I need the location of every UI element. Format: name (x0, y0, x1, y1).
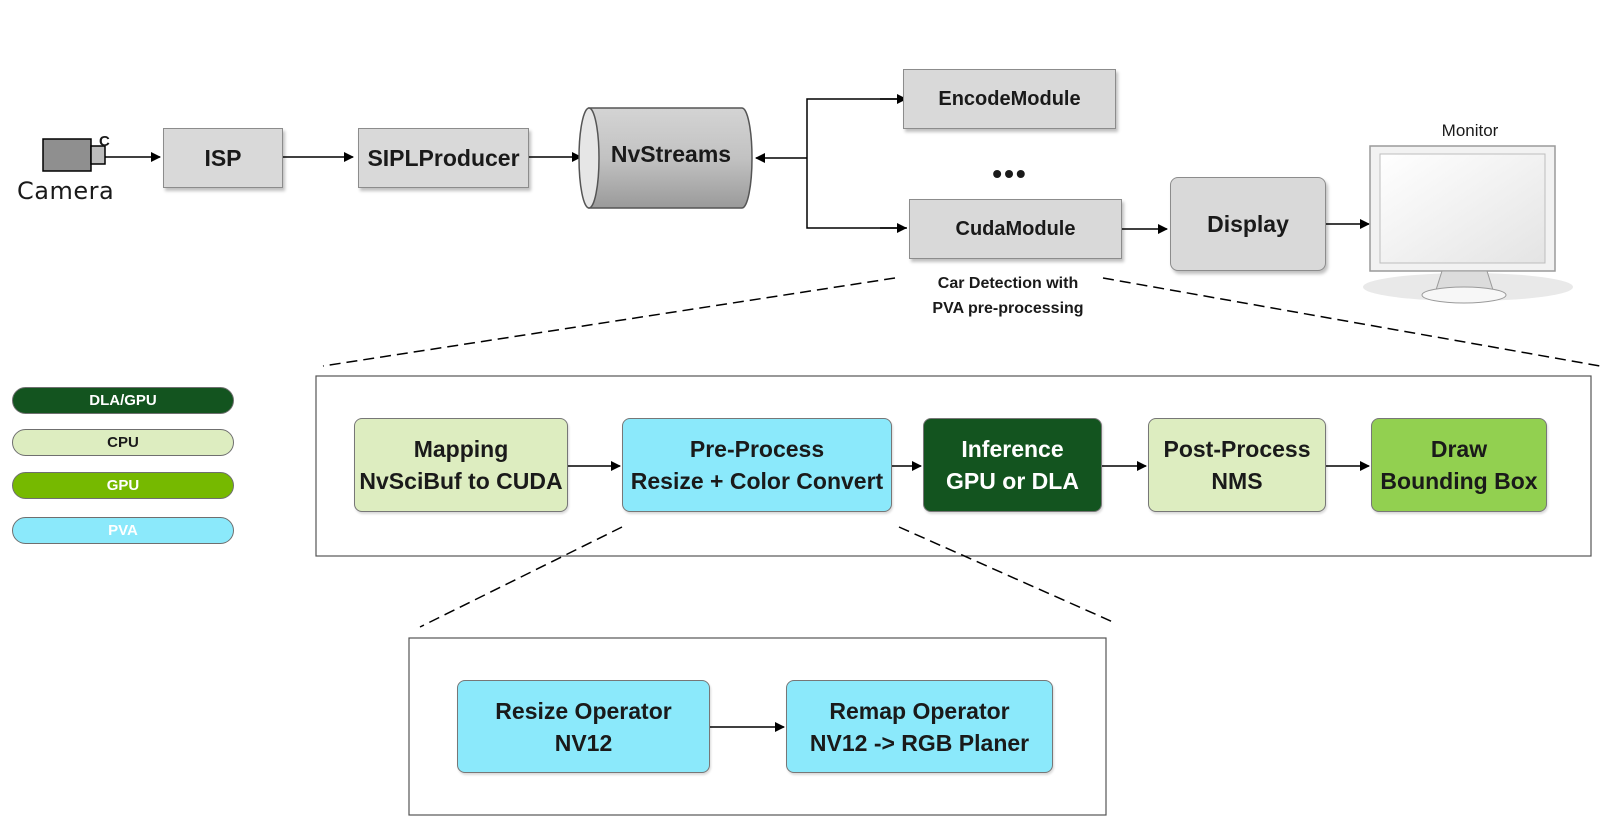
legend-label: PVA (108, 522, 138, 539)
cuda-module-box: CudaModule (909, 199, 1122, 259)
stage-postprocess: Post-Process NMS (1148, 418, 1326, 512)
camera-label: Camera (17, 177, 115, 205)
monitor-label: Monitor (1441, 121, 1499, 140)
camera-icon (42, 138, 106, 172)
preprocess-detail-panel (408, 637, 1107, 816)
cuda-module-caption: Car Detection with PVA pre-processing (932, 275, 1084, 317)
stage-label: Post-Process NMS (1163, 436, 1311, 494)
operator-remap: Remap Operator NV12 -> RGB Planer (786, 680, 1053, 773)
legend-gpu: GPU (12, 472, 234, 499)
stage-label: Draw Bounding Box (1380, 436, 1538, 494)
legend-dla-gpu: DLA/GPU (12, 387, 234, 414)
legend-cpu: CPU (12, 429, 234, 456)
display-box: Display (1170, 177, 1326, 271)
sipl-producer-box: SIPLProducer (358, 128, 529, 188)
encode-module-box: EncodeModule (903, 69, 1116, 129)
camera-connector-label: C (99, 133, 110, 150)
zoom-line-left (322, 277, 896, 367)
stage-inference: Inference GPU or DLA (923, 418, 1102, 512)
branch-connector (806, 98, 907, 229)
stage-label: Inference GPU or DLA (946, 436, 1079, 494)
legend-label: DLA/GPU (89, 392, 157, 409)
operator-label: Resize Operator NV12 (495, 697, 672, 756)
zoom-line-detail-right (898, 526, 1114, 623)
monitor-icon (1363, 145, 1573, 304)
pipeline-panel (315, 375, 1592, 557)
operator-resize: Resize Operator NV12 (457, 680, 710, 773)
isp-box: ISP (163, 128, 283, 188)
legend-label: GPU (106, 477, 140, 494)
stage-label: Mapping NvSciBuf to CUDA (359, 436, 563, 494)
nvstreams-cylinder (578, 107, 753, 209)
nvstreams-label: NvStreams (610, 141, 732, 167)
ellipsis-dots: ••• (992, 158, 1028, 189)
stage-mapping: Mapping NvSciBuf to CUDA (354, 418, 568, 512)
legend-pva: PVA (12, 517, 234, 544)
stage-label: Pre-Process Resize + Color Convert (630, 436, 884, 494)
operator-label: Remap Operator NV12 -> RGB Planer (809, 697, 1030, 756)
stage-preprocess: Pre-Process Resize + Color Convert (622, 418, 892, 512)
legend-label: CPU (107, 434, 139, 451)
stage-draw-bounding-box: Draw Bounding Box (1371, 418, 1547, 512)
zoom-line-detail-left (419, 526, 623, 628)
